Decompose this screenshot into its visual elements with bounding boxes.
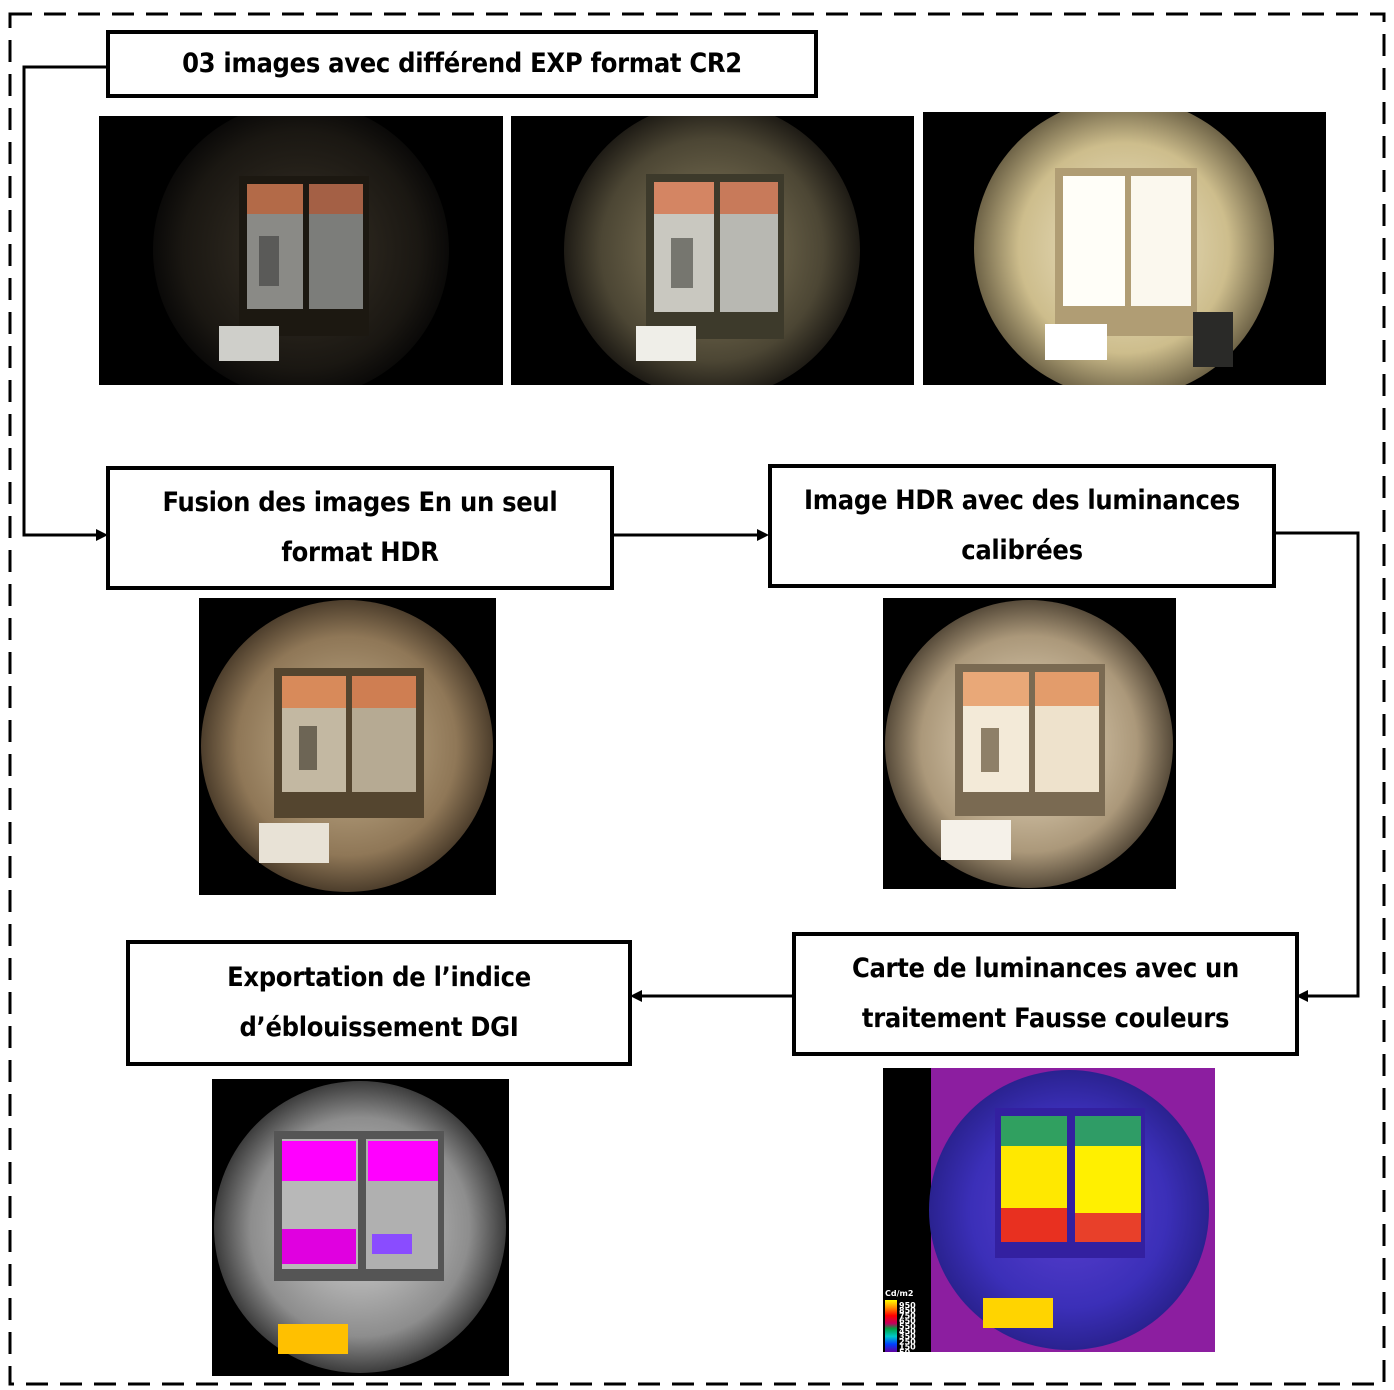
step-falsecolor-box: Carte de luminances avec un traitement F… [792,932,1299,1056]
legend-value-label: 150 [899,1343,916,1352]
photo-hdr-calibrated [883,598,1176,889]
photo-dgi [212,1079,509,1376]
step-falsecolor-line1: Carte de luminances avec un [851,953,1240,984]
arrowhead-dgi [630,990,642,1002]
step-fusion-box: Fusion des images En un seul format HDR [106,466,614,590]
step-dgi-box: Exportation de l’indice d’éblouissement … [126,940,632,1066]
photo-hdr-fused [199,598,496,895]
legend-value-label: 350 [899,1332,916,1341]
legend-value-label: 850 [899,1306,916,1315]
arrowhead-fusion [96,529,108,541]
legend-value-label: 550 [899,1322,916,1331]
legend-unit: Cd/m2 [885,1289,913,1298]
step-fusion-line2: format HDR [281,537,439,568]
step-hdr-line2: calibrées [961,535,1083,566]
photo-falsecolor: Cd/m2 95085075065055045035025015050 [883,1068,1215,1352]
legend-value-label: 750 [899,1311,916,1320]
photo-exposure-low [99,116,503,385]
legend-values: 95085075065055045035025015050 [899,1301,916,1352]
step-dgi-line2: d’éblouissement DGI [239,1012,519,1043]
legend-value-label: 450 [899,1327,916,1336]
step-capture-label: 03 images avec différend EXP format CR2 [182,48,742,79]
step-falsecolor-line2: traitement Fausse couleurs [861,1003,1230,1034]
step-hdr-box: Image HDR avec des luminances calibrées [768,464,1276,588]
legend-value-label: 950 [899,1301,916,1310]
step-fusion-line1: Fusion des images En un seul [162,487,558,518]
step-dgi-line1: Exportation de l’indice [227,962,531,993]
arrowhead-hdr [757,529,769,541]
legend-value-label: 650 [899,1317,916,1326]
connector-capture-to-fusion [22,65,107,537]
dashed-border [8,12,1386,1386]
photo-exposure-mid [511,116,914,385]
step-capture-box: 03 images avec différend EXP format CR2 [106,30,818,98]
legend-value-label: 250 [899,1337,916,1346]
legend-value-label: 50 [899,1348,911,1352]
step-hdr-line1: Image HDR avec des luminances [804,485,1240,516]
connector-hdr-to-falsecolor [1274,531,1360,998]
photo-exposure-high [923,112,1326,385]
arrowhead-falsecolor [1296,990,1308,1002]
